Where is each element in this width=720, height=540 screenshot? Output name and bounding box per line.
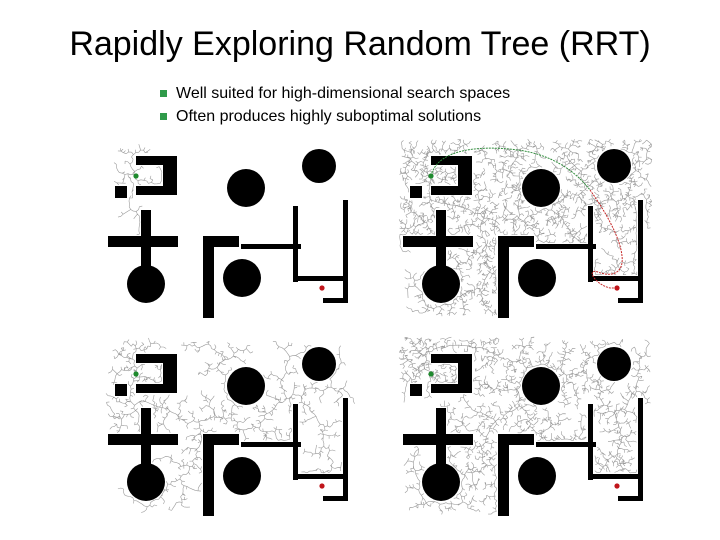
obstacle-disc <box>223 259 261 297</box>
goal-point <box>614 285 619 290</box>
obstacle-disc <box>227 367 265 405</box>
obstacle-disc <box>518 457 556 495</box>
obstacle-disc <box>597 149 631 183</box>
obstacle-wall <box>403 434 473 445</box>
obstacle-disc <box>223 457 261 495</box>
obstacle-wall <box>323 496 348 501</box>
obstacle-wall <box>108 434 178 445</box>
obstacle-disc <box>422 265 460 303</box>
rrt-map <box>103 138 358 318</box>
obstacle-wall <box>509 236 534 247</box>
obstacle-disc <box>302 149 336 183</box>
obstacle-wall <box>136 354 171 363</box>
rrt-map <box>398 336 653 516</box>
obstacle-wall <box>431 384 472 393</box>
bullet-list: Well suited for high-dimensional search … <box>160 82 510 128</box>
obstacle-wall <box>410 384 422 396</box>
bullet-item: Well suited for high-dimensional search … <box>160 82 510 105</box>
obstacle-wall <box>203 236 214 318</box>
square-bullet-icon <box>160 90 167 97</box>
obstacle-wall <box>536 442 596 447</box>
obstacle-wall <box>343 200 348 302</box>
obstacle-wall <box>115 384 127 396</box>
start-point <box>428 173 433 178</box>
obstacle-wall <box>410 186 422 198</box>
square-bullet-icon <box>160 113 167 120</box>
goal-point <box>614 483 619 488</box>
bullet-item: Often produces highly suboptimal solutio… <box>160 105 510 128</box>
obstacle-wall <box>136 156 171 165</box>
start-point <box>133 371 138 376</box>
rrt-dense-tree <box>398 336 653 516</box>
obstacle-wall <box>431 354 466 363</box>
obstacle-wall <box>498 236 509 318</box>
obstacle-disc <box>127 463 165 501</box>
slide-title: Rapidly Exploring Random Tree (RRT) <box>0 22 720 66</box>
obstacle-wall <box>136 384 177 393</box>
obstacle-wall <box>431 186 472 195</box>
obstacle-wall <box>214 434 239 445</box>
obstacle-wall <box>136 186 177 195</box>
obstacle-disc <box>518 259 556 297</box>
bullet-text: Often produces highly suboptimal solutio… <box>176 108 481 125</box>
obstacle-disc <box>597 347 631 381</box>
start-point <box>133 173 138 178</box>
start-point <box>428 371 433 376</box>
obstacle-wall <box>108 236 178 247</box>
obstacle-wall <box>638 398 643 500</box>
bullet-text: Well suited for high-dimensional search … <box>176 85 510 102</box>
rrt-sparse-tree <box>103 138 358 318</box>
obstacle-disc <box>302 347 336 381</box>
obstacle-wall <box>638 200 643 302</box>
rrt-partial-tree <box>103 336 358 516</box>
obstacle-wall <box>203 434 214 516</box>
rrt-map <box>398 138 653 318</box>
obstacle-wall <box>241 244 301 249</box>
obstacle-disc <box>422 463 460 501</box>
rrt-full-tree-with-path <box>398 138 653 318</box>
obstacle-disc <box>127 265 165 303</box>
obstacle-wall <box>509 434 534 445</box>
obstacle-disc <box>227 169 265 207</box>
obstacle-disc <box>522 367 560 405</box>
obstacle-wall <box>618 298 643 303</box>
obstacle-wall <box>588 474 643 479</box>
obstacle-wall <box>323 298 348 303</box>
rrt-map <box>103 336 358 516</box>
obstacle-wall <box>293 276 348 281</box>
obstacle-wall <box>293 474 348 479</box>
obstacle-disc <box>522 169 560 207</box>
obstacle-wall <box>343 398 348 500</box>
obstacle-wall <box>241 442 301 447</box>
obstacle-wall <box>214 236 239 247</box>
obstacle-wall <box>618 496 643 501</box>
obstacle-wall <box>498 434 509 516</box>
obstacle-wall <box>536 244 596 249</box>
obstacle-wall <box>403 236 473 247</box>
goal-point <box>319 285 324 290</box>
goal-point <box>319 483 324 488</box>
obstacle-wall <box>431 156 466 165</box>
obstacle-wall <box>115 186 127 198</box>
